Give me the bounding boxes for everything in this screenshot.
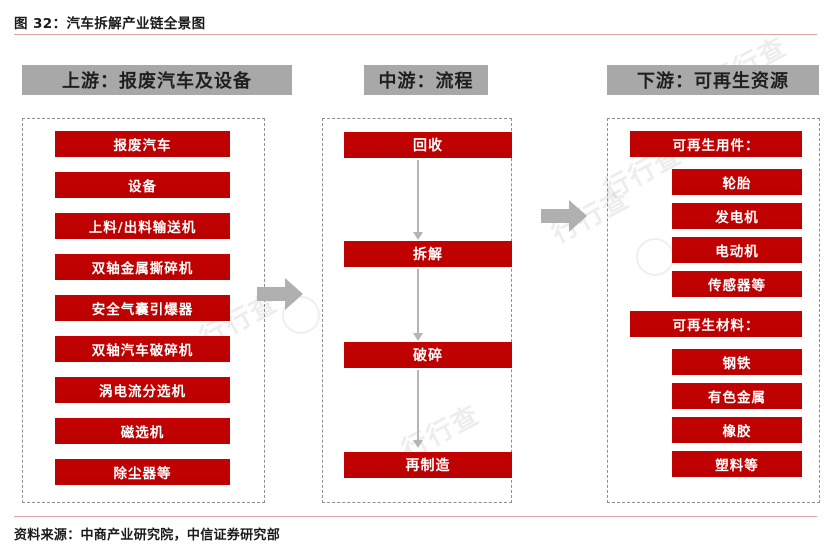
downstream-container [607,118,820,503]
downstream-group-title[interactable]: 可再生材料： [630,311,802,337]
arrow-upstream-to-midstream-icon [257,278,305,310]
figure-title: 图 32：汽车拆解产业链全景图 [14,16,206,32]
upstream-item[interactable]: 安全气囊引爆器 [55,295,230,321]
upstream-item[interactable]: 双轴汽车破碎机 [55,336,230,362]
midstream-step[interactable]: 再制造 [344,452,512,478]
downstream-group-item[interactable]: 轮胎 [672,169,802,195]
flow-arrow-down-icon [413,370,423,448]
upstream-item[interactable]: 双轴金属撕碎机 [55,254,230,280]
downstream-group-item[interactable]: 发电机 [672,203,802,229]
downstream-group-item[interactable]: 有色金属 [672,383,802,409]
upstream-item[interactable]: 除尘器等 [55,459,230,485]
downstream-group-item[interactable]: 塑料等 [672,451,802,477]
title-divider [14,34,817,35]
flow-arrow-down-icon [413,160,423,240]
downstream-header: 下游：可再生资源 [607,65,819,95]
upstream-header: 上游：报废汽车及设备 [22,65,292,95]
downstream-group-item[interactable]: 电动机 [672,237,802,263]
arrow-midstream-to-downstream-icon [541,200,589,232]
upstream-item[interactable]: 上料/出料输送机 [55,213,230,239]
upstream-item[interactable]: 设备 [55,172,230,198]
downstream-group-item[interactable]: 钢铁 [672,349,802,375]
downstream-group-item[interactable]: 传感器等 [672,271,802,297]
upstream-item[interactable]: 磁选机 [55,418,230,444]
midstream-container [322,118,512,503]
midstream-header: 中游：流程 [364,65,488,95]
footer-divider [14,516,817,517]
figure-source: 资料来源：中商产业研究院，中信证券研究部 [14,528,281,543]
downstream-group-item[interactable]: 橡胶 [672,417,802,443]
downstream-group-title[interactable]: 可再生用件： [630,131,802,157]
upstream-item[interactable]: 报废汽车 [55,131,230,157]
midstream-step[interactable]: 回收 [344,132,512,158]
midstream-step[interactable]: 拆解 [344,241,512,267]
upstream-item[interactable]: 涡电流分选机 [55,377,230,403]
flow-arrow-down-icon [413,269,423,341]
midstream-step[interactable]: 破碎 [344,342,512,368]
upstream-container [22,118,265,503]
